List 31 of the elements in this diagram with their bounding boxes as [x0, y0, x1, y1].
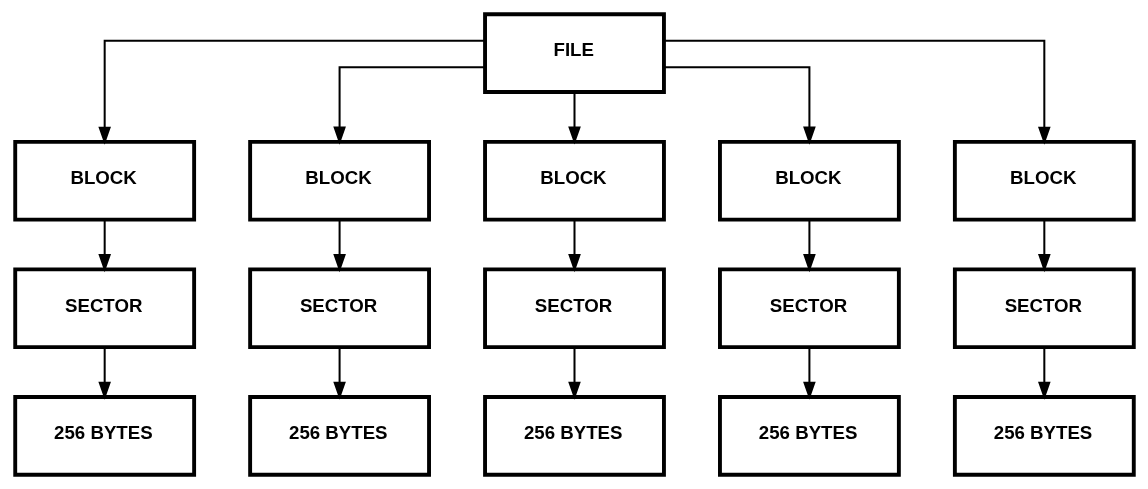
arrow: [97, 347, 111, 400]
arrow: [567, 92, 581, 145]
node-box: SECTOR: [482, 267, 666, 350]
arrow: [802, 347, 816, 400]
node-box: BLOCK: [247, 139, 431, 222]
arrow: [663, 39, 1051, 145]
arrow: [567, 347, 581, 400]
arrow: [332, 219, 346, 273]
node-box: SECTOR: [247, 267, 431, 350]
node-box: BLOCK: [482, 139, 666, 222]
node-box: SECTOR: [12, 267, 196, 350]
node-box: BLOCK: [12, 139, 196, 222]
arrow: [663, 66, 816, 145]
arrow: [97, 219, 111, 273]
node-box: 256 BYTES: [247, 395, 431, 477]
node-box: BLOCK: [952, 139, 1136, 222]
arrow: [97, 39, 485, 145]
node-box: 256 BYTES: [952, 395, 1136, 477]
arrow: [332, 66, 485, 145]
node-box: 256 BYTES: [12, 395, 196, 477]
arrow: [802, 219, 816, 273]
arrow: [567, 219, 581, 273]
node-box: 256 BYTES: [482, 395, 666, 477]
arrow: [1037, 219, 1051, 273]
node-box: BLOCK: [717, 139, 901, 222]
node-box: 256 BYTES: [717, 395, 901, 477]
arrow: [1037, 347, 1051, 400]
node-box: SECTOR: [717, 267, 901, 350]
node-box: SECTOR: [952, 267, 1136, 350]
arrow: [332, 347, 346, 400]
node-box: FILE: [482, 12, 666, 94]
